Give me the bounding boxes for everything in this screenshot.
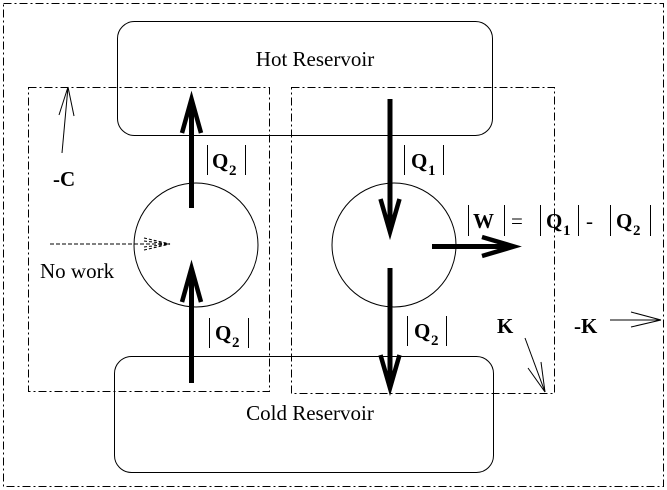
- k-label: K: [497, 314, 514, 338]
- minus-k-pointer-arrow: [610, 311, 662, 328]
- left-device-circle: [133, 182, 259, 308]
- hot-reservoir-label: Hot Reservoir: [256, 47, 374, 71]
- cold-reservoir: [114, 356, 494, 473]
- right-bottom-flow-label: Q 2: [407, 316, 447, 349]
- flow-subscript: 2: [232, 335, 240, 351]
- right-top-down-arrow: [378, 99, 402, 241]
- work-output-arrow: [432, 234, 522, 259]
- flow-symbol: Q: [212, 149, 228, 173]
- flow-symbol: Q: [215, 321, 231, 345]
- flow-subscript: 1: [428, 163, 436, 179]
- flow-subscript: 2: [229, 163, 237, 179]
- minus-c-label: -C: [53, 167, 75, 191]
- right-top-flow-label: Q 1: [404, 145, 444, 179]
- work-equation: W = Q 1 - Q 2: [468, 205, 651, 239]
- q2-symbol: Q: [616, 209, 632, 233]
- flow-symbol: Q: [414, 319, 430, 343]
- q2-subscript: 2: [633, 223, 641, 239]
- minus-k-label: -K: [574, 314, 598, 338]
- left-bottom-up-arrow: [179, 259, 204, 383]
- minus-c-pointer-arrow: [58, 86, 75, 154]
- no-work-dashed-arrow: [50, 237, 171, 251]
- q1-subscript: 1: [563, 223, 571, 239]
- left-top-up-arrow: [179, 90, 204, 208]
- k-pointer-arrow: [524, 337, 546, 393]
- minus-operator: -: [586, 209, 593, 233]
- no-work-label: No work: [40, 259, 115, 283]
- left-bottom-flow-label: Q 2: [209, 318, 249, 351]
- hot-reservoir: [117, 21, 493, 136]
- q1-symbol: Q: [546, 209, 562, 233]
- flow-symbol: Q: [411, 149, 427, 173]
- cold-reservoir-label: Cold Reservoir: [246, 401, 374, 425]
- equals-sign: =: [511, 209, 523, 233]
- right-system-boundary: [291, 87, 555, 394]
- left-top-flow-label: Q 2: [207, 145, 246, 179]
- work-symbol: W: [473, 209, 494, 233]
- right-bottom-down-arrow: [378, 268, 402, 397]
- outer-system-boundary: [3, 3, 664, 487]
- flow-subscript: 2: [431, 333, 439, 349]
